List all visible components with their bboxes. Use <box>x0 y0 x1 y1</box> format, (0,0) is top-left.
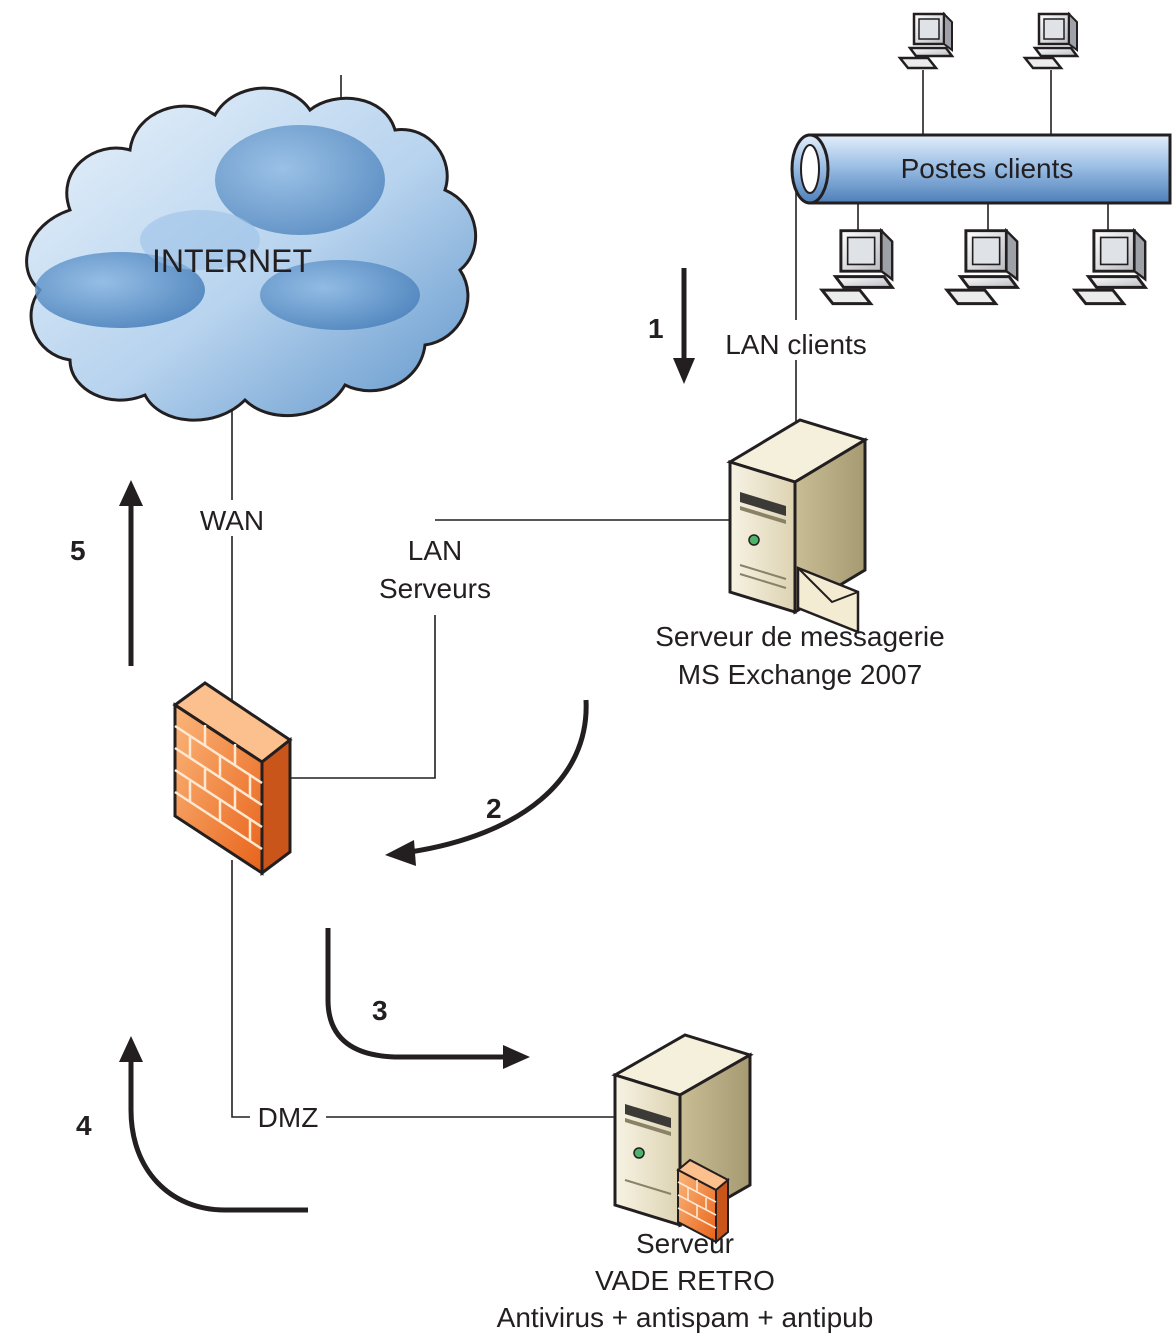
workstation-icon <box>1071 227 1149 306</box>
step-3-label: 3 <box>372 995 388 1026</box>
mail-server: Serveur de messagerie MS Exchange 2007 <box>655 418 945 690</box>
step-5-arrow <box>119 480 143 666</box>
vade-server-label-3: Antivirus + antispam + antipub <box>497 1302 874 1333</box>
lan-servers-label-1: LAN <box>408 535 462 566</box>
step-4-arrow <box>119 1036 308 1213</box>
connections <box>231 70 1109 1118</box>
step-1-label: 1 <box>648 313 664 344</box>
workstation-icon <box>897 11 955 70</box>
firewall-icon <box>676 1158 730 1245</box>
firewall <box>172 681 293 876</box>
lan-servers-label-2: Serveurs <box>379 573 491 604</box>
link-labels: WAN LAN clients LAN Serveurs DMZ <box>190 320 890 1134</box>
workstation-icon <box>818 227 896 306</box>
cloud-icon <box>25 86 477 422</box>
mail-server-label-2: MS Exchange 2007 <box>678 659 922 690</box>
workstations <box>818 11 1149 306</box>
step-2-label: 2 <box>486 793 502 824</box>
envelope-icon <box>796 566 860 634</box>
internet-cloud: INTERNET <box>25 86 477 422</box>
vade-server: Serveur VADE RETRO Antivirus + antispam … <box>497 1033 874 1333</box>
firewall-icon <box>172 681 293 876</box>
clients-bus-label: Postes clients <box>901 153 1074 184</box>
step-4-label: 4 <box>76 1110 92 1141</box>
mail-server-label-1: Serveur de messagerie <box>655 621 944 652</box>
server-icon <box>726 418 869 615</box>
flow-arrows: 1 2 3 4 5 <box>70 268 695 1213</box>
dmz-label: DMZ <box>258 1102 319 1133</box>
step-3-arrow <box>325 928 530 1069</box>
workstation-icon <box>1022 11 1080 70</box>
step-2-arrow <box>385 699 589 866</box>
dmz-wire <box>231 860 615 1118</box>
clients-bus: Postes clients <box>790 133 1172 205</box>
lan-servers-wire <box>290 615 436 779</box>
workstation-icon <box>943 227 1021 306</box>
wan-label: WAN <box>200 505 264 536</box>
vade-server-label-1: Serveur <box>636 1228 734 1259</box>
step-5-label: 5 <box>70 535 86 566</box>
lan-clients-label: LAN clients <box>725 329 867 360</box>
server-icon <box>611 1033 754 1228</box>
vade-server-label-2: VADE RETRO <box>595 1265 775 1296</box>
internet-label: INTERNET <box>152 243 312 279</box>
step-1-arrow <box>673 268 695 384</box>
